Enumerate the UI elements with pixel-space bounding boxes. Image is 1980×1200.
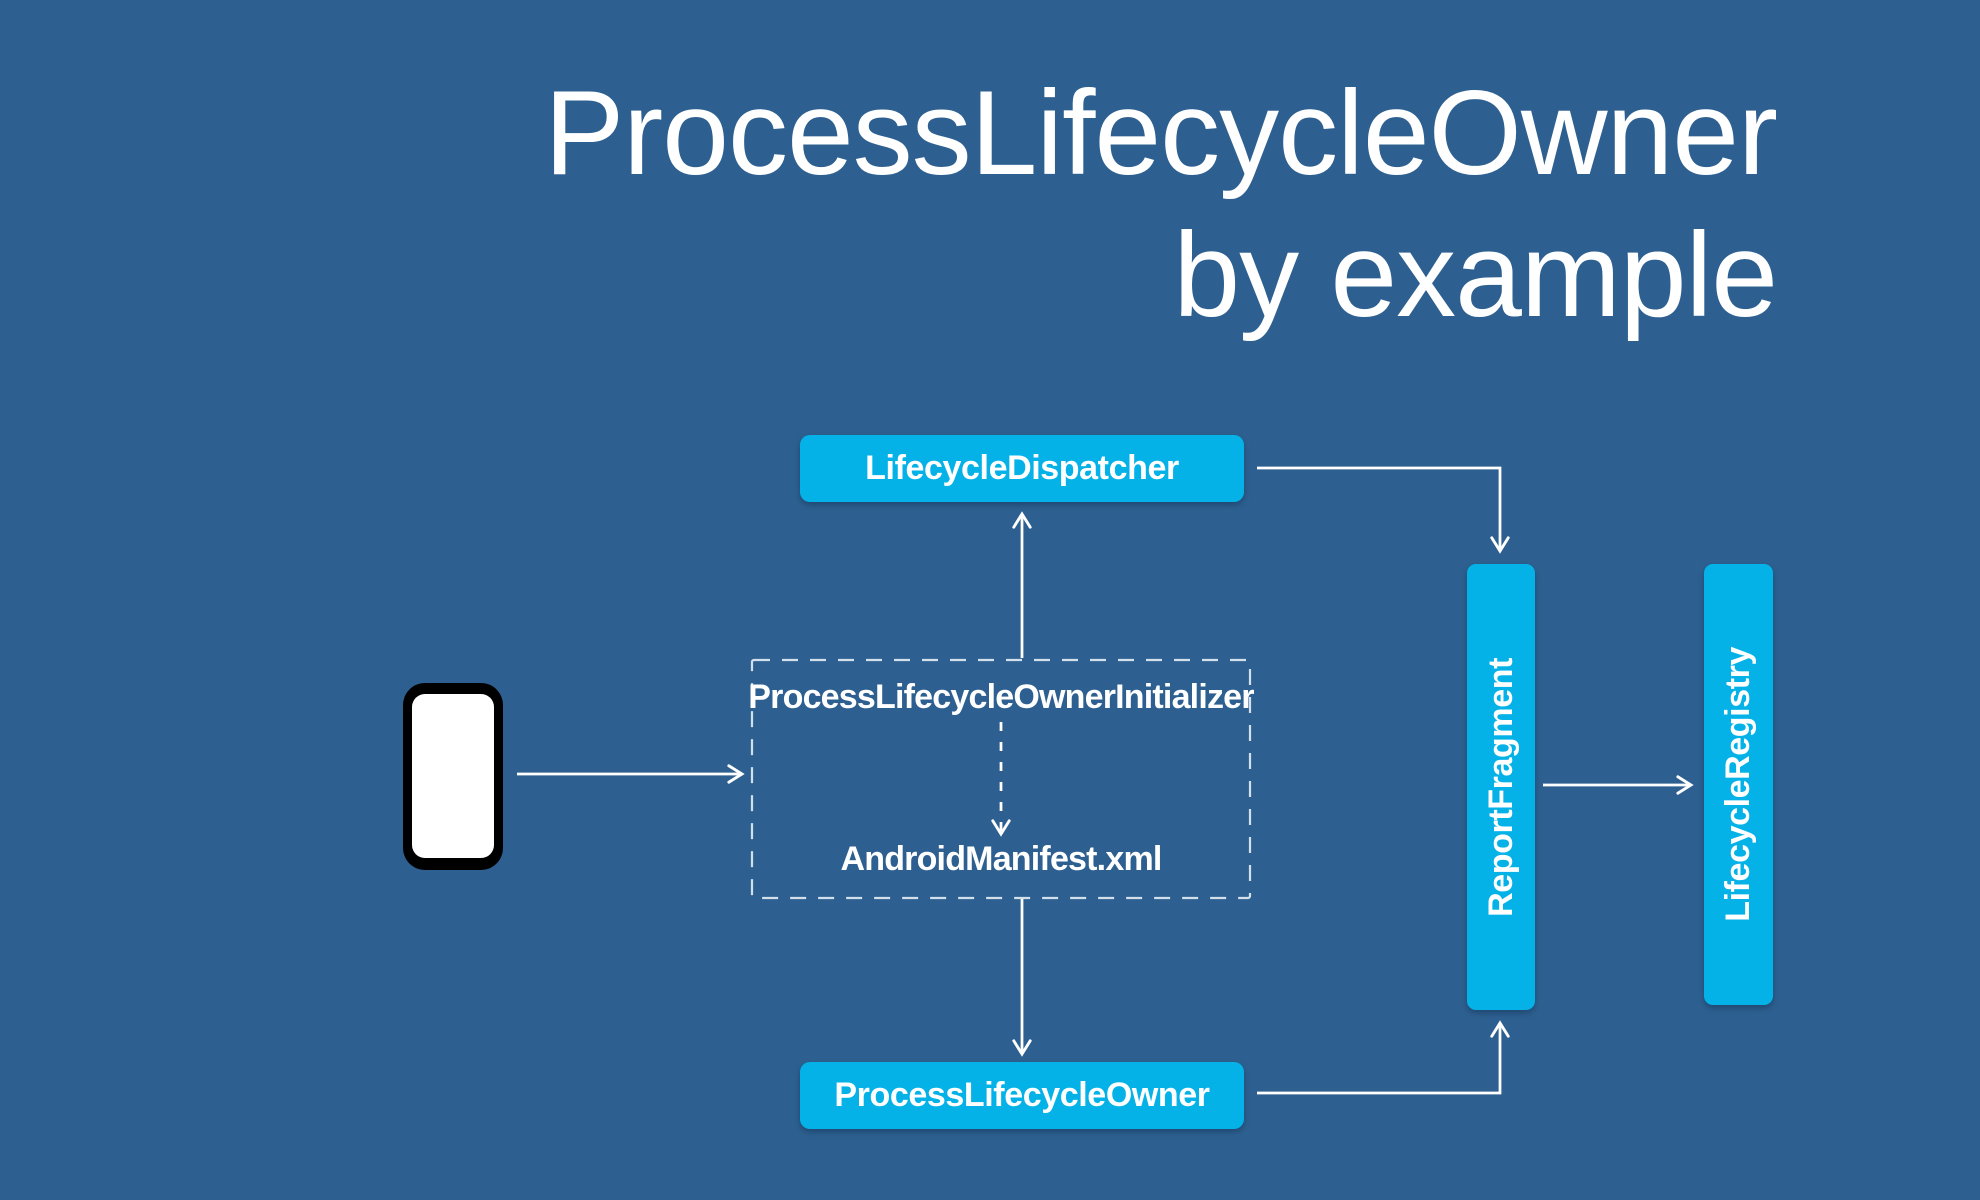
node-label-initializer: ProcessLifecycleOwnerInitializer	[748, 677, 1254, 716]
node-label-android-manifest: AndroidManifest.xml	[840, 839, 1162, 878]
node-label-lifecycle-dispatcher: LifecycleDispatcher	[865, 449, 1179, 487]
node-process-lifecycle-owner-initializer: ProcessLifecycleOwnerInitializer	[748, 673, 1254, 721]
node-label-process-lifecycle-owner: ProcessLifecycleOwner	[834, 1076, 1210, 1114]
title-line-2: by example	[1173, 208, 1778, 342]
initializer-group-border	[750, 658, 1252, 900]
node-lifecycle-dispatcher: LifecycleDispatcher	[800, 435, 1244, 502]
node-report-fragment: ReportFragment	[1467, 564, 1535, 1010]
title-line-1: ProcessLifecycleOwner	[544, 66, 1778, 200]
node-label-report-fragment: ReportFragment	[1481, 657, 1520, 917]
phone-screen	[412, 694, 494, 858]
arrow-dispatcher-to-report-fragment	[1257, 466, 1510, 554]
arrow-owner-to-report-fragment	[1257, 1020, 1510, 1095]
node-process-lifecycle-owner: ProcessLifecycleOwner	[800, 1062, 1244, 1129]
node-android-manifest: AndroidManifest.xml	[751, 835, 1251, 883]
node-lifecycle-registry: LifecycleRegistry	[1704, 564, 1773, 1005]
node-label-lifecycle-registry: LifecycleRegistry	[1719, 647, 1757, 922]
page-title: ProcessLifecycleOwner by example	[544, 62, 1778, 346]
phone-icon	[403, 683, 503, 870]
initializer-group: ProcessLifecycleOwnerInitializer Android…	[748, 659, 1254, 899]
